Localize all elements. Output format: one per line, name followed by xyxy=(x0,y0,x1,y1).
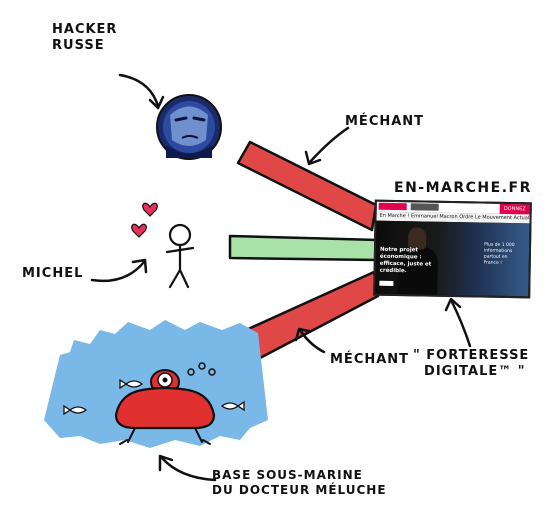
mechant-label-bottom: MÉCHANT xyxy=(330,352,410,367)
person-head-icon xyxy=(407,227,427,250)
heart-icon xyxy=(142,202,158,217)
donate-button: DONNEZ xyxy=(499,203,530,215)
hero-button xyxy=(379,280,394,286)
hacker-avatar-icon xyxy=(156,94,222,160)
michel-pointer-arrow xyxy=(90,260,146,283)
mechant-label-top: MÉCHANT xyxy=(345,114,425,129)
heart-icon-2 xyxy=(131,223,147,238)
hacker-label: HACKER RUSSE xyxy=(52,22,118,54)
site-headline: Notre projet économique : efficace, just… xyxy=(379,246,432,275)
site-banner-icon xyxy=(410,203,439,211)
mechant-top-pointer xyxy=(308,126,350,164)
michel-label: MICHEL xyxy=(22,266,84,281)
submarine-base-icon xyxy=(114,369,216,445)
website-screenshot: DONNEZ En Marche ! Emmanuel Macron Ordre… xyxy=(373,199,532,299)
fish-icon xyxy=(63,378,245,416)
site-logo-icon xyxy=(378,202,407,211)
site-title: EN-MARCHE.FR xyxy=(394,180,532,196)
site-side-text: Plus de 1 000 informations partout en Fr… xyxy=(483,242,515,266)
base-label: BASE SOUS-MARINE DU DOCTEUR MÉLUCHE xyxy=(212,468,387,497)
base-pointer-arrow xyxy=(160,456,217,482)
michel-stick-figure xyxy=(165,223,195,289)
mechant-bottom-pointer xyxy=(298,328,326,354)
hacker-pointer-arrow xyxy=(118,73,160,108)
forteresse-pointer-arrow xyxy=(450,300,472,348)
mechant-connector-top xyxy=(236,140,378,232)
forteresse-label: " FORTERESSE DIGITALE™ " xyxy=(413,348,530,380)
site-hero: Notre projet économique : efficace, just… xyxy=(375,220,530,297)
michel-connector xyxy=(228,234,380,262)
bubbles xyxy=(187,362,216,376)
